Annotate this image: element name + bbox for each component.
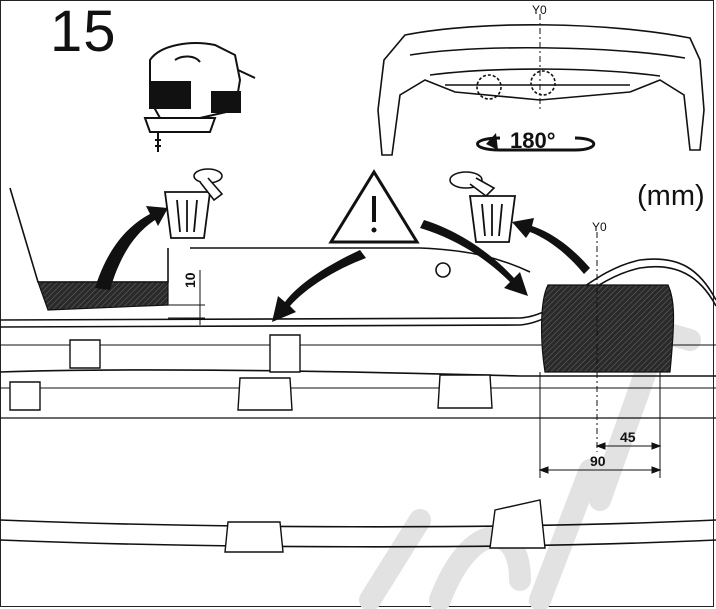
clips bbox=[9, 334, 546, 553]
units-label: (mm) bbox=[637, 180, 705, 212]
trash-bin-icon bbox=[163, 191, 212, 239]
clip-piece-icon bbox=[193, 168, 224, 202]
height-dimension bbox=[168, 270, 205, 325]
jigsaw-icon bbox=[143, 42, 256, 152]
y0-axis-label: Y0 bbox=[592, 220, 607, 234]
arrows bbox=[95, 206, 590, 322]
rotate-icon bbox=[476, 133, 596, 152]
height-mark: 10 bbox=[182, 272, 198, 288]
width-mark: 90 bbox=[590, 453, 606, 469]
trash-bin-icon bbox=[468, 195, 517, 243]
warning-icon bbox=[328, 169, 420, 244]
step-number: 15 bbox=[50, 0, 117, 64]
rotation-label: 180° bbox=[510, 128, 556, 153]
bumper-top-view bbox=[377, 14, 705, 156]
width-dimensions bbox=[538, 372, 662, 478]
top-axis-label: Y0 bbox=[532, 3, 547, 17]
offset-mark: 45 bbox=[620, 429, 636, 445]
cut-area-right bbox=[540, 284, 675, 373]
clip-piece-icon bbox=[449, 171, 496, 198]
